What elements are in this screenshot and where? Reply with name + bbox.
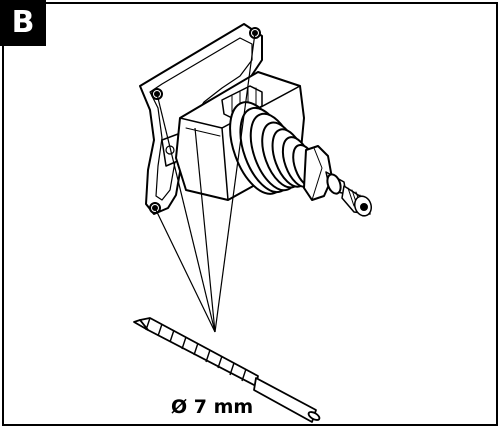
step-badge: B (0, 0, 46, 46)
drill-bit-illustration (133, 317, 321, 423)
diagram-frame (2, 2, 498, 426)
drill-diameter-label: Ø 7 mm (171, 396, 254, 418)
alignment-lines (154, 32, 256, 333)
valve-body-illustration (139, 23, 373, 217)
